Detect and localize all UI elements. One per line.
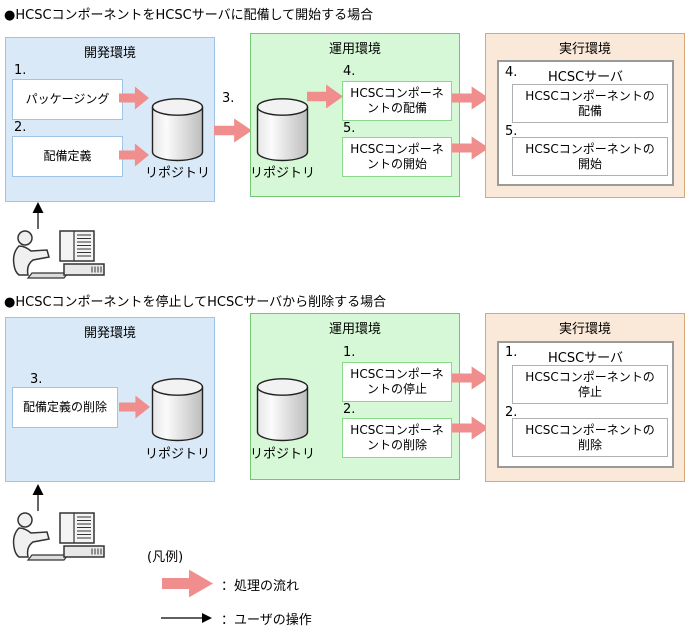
d2-dev-repository-cylinder-icon xyxy=(151,378,204,442)
d1-ops-step4-number: 4. xyxy=(343,64,356,79)
diagram1-title: ●HCSCコンポーネントをHCSCサーバに配備して開始する場合 xyxy=(4,8,374,23)
d1-exec-step5-line2: 開始 xyxy=(577,156,602,171)
d1-user-workstation-icon xyxy=(12,230,105,279)
d2-ops-repository-label: リポジトリ xyxy=(249,447,315,462)
d2-ops-step1-line1: HCSCコンポーネ xyxy=(350,367,444,381)
d1-ops-step5-box: HCSCコンポーネ ントの開始 xyxy=(342,137,452,177)
d1-ops-step4-line1: HCSCコンポーネ xyxy=(350,86,444,100)
d1-ops-step5-number: 5. xyxy=(343,121,356,136)
d1-exec-step5-line1: HCSCコンポーネントの xyxy=(525,141,655,156)
d1-dev-repository-cylinder-icon xyxy=(151,98,204,162)
d1-ops-environment-title: 運用環境 xyxy=(328,42,381,57)
d2-ops-step2-line2: ントの削除 xyxy=(366,438,427,452)
d1-ops-step4-line2: ントの配備 xyxy=(366,101,427,115)
d2-ops-environment-title: 運用環境 xyxy=(328,322,381,337)
d2-exec-step2-number: 2. xyxy=(505,405,518,420)
d2-ops-step1-line2: ントの停止 xyxy=(366,382,427,396)
d2-exec-step2-line1: HCSCコンポーネントの xyxy=(525,422,655,437)
diagram2-title: ●HCSCコンポーネントを停止してHCSCサーバから削除する場合 xyxy=(4,295,387,310)
d2-exec-step1-line2: 停止 xyxy=(577,384,602,399)
d2-ops-repository-cylinder-icon xyxy=(256,378,309,442)
legend-user-arrow-icon xyxy=(161,613,212,623)
d2-user-workstation-icon xyxy=(12,512,105,561)
d2-dev-step3-label: 配備定義の削除 xyxy=(22,400,107,414)
d2-dev-step3-box: 配備定義の削除 xyxy=(12,387,118,428)
d2-exec-environment-title: 実行環境 xyxy=(558,322,611,337)
d2-hcsc-server-label: HCSCサーバ xyxy=(547,351,624,366)
d1-dev-step1-box: パッケージング xyxy=(12,79,123,120)
legend-flow-label: ：処理の流れ xyxy=(221,579,300,594)
d2-ops-step2-box: HCSCコンポーネ ントの削除 xyxy=(342,418,452,458)
d2-dev-environment-title: 開発環境 xyxy=(83,326,136,341)
d1-ops-step4-box: HCSCコンポーネ ントの配備 xyxy=(342,81,452,121)
d2-exec-step1-line1: HCSCコンポーネントの xyxy=(525,369,655,384)
d1-exec-step4-box: HCSCコンポーネントの 配備 xyxy=(512,84,668,123)
d2-ops-step2-line1: HCSCコンポーネ xyxy=(350,423,444,437)
d1-user-operation-arrow xyxy=(32,202,44,229)
d1-flow3-number: 3. xyxy=(222,91,235,106)
d1-flow-arrow-repo-to-repo xyxy=(214,118,252,143)
d1-dev-step1-number: 1. xyxy=(14,63,27,78)
d1-dev-step2-label: 配備定義 xyxy=(43,149,92,163)
d1-exec-step4-line1: HCSCコンポーネントの xyxy=(525,88,655,103)
d1-exec-step4-number: 4. xyxy=(505,65,518,80)
d1-exec-step4-line2: 配備 xyxy=(577,103,602,118)
d1-exec-step5-box: HCSCコンポーネントの 開始 xyxy=(512,137,668,176)
legend-title: (凡例) xyxy=(147,550,184,565)
d1-dev-step1-label: パッケージング xyxy=(25,92,110,106)
d2-exec-step1-number: 1. xyxy=(505,345,518,360)
d2-user-operation-arrow xyxy=(32,484,44,511)
legend-user-label: ：ユーザの操作 xyxy=(221,613,312,628)
d2-exec-step2-line2: 削除 xyxy=(577,437,602,452)
d1-ops-repository-cylinder-icon xyxy=(256,98,309,162)
d2-dev-repository-label: リポジトリ xyxy=(144,447,210,462)
d1-dev-repository-label: リポジトリ xyxy=(144,166,210,181)
d2-ops-step2-number: 2. xyxy=(343,402,356,417)
d2-ops-step1-number: 1. xyxy=(343,345,356,360)
d1-exec-environment-title: 実行環境 xyxy=(558,42,611,57)
d1-dev-environment-title: 開発環境 xyxy=(83,46,136,61)
d2-exec-step1-box: HCSCコンポーネントの 停止 xyxy=(512,365,668,404)
d1-hcsc-server-label: HCSCサーバ xyxy=(547,70,624,85)
d1-ops-repository-label: リポジトリ xyxy=(249,166,315,181)
d1-dev-step2-number: 2. xyxy=(14,120,27,135)
d2-ops-step1-box: HCSCコンポーネ ントの停止 xyxy=(342,362,452,402)
legend-flow-arrow-icon xyxy=(162,569,213,598)
d2-exec-step2-box: HCSCコンポーネントの 削除 xyxy=(512,418,668,457)
d1-ops-step5-line1: HCSCコンポーネ xyxy=(350,142,444,156)
d1-dev-step2-box: 配備定義 xyxy=(12,136,123,177)
d1-ops-step5-line2: ントの開始 xyxy=(366,157,427,171)
d2-dev-step3-number: 3. xyxy=(30,372,43,387)
d1-exec-step5-number: 5. xyxy=(505,124,518,139)
